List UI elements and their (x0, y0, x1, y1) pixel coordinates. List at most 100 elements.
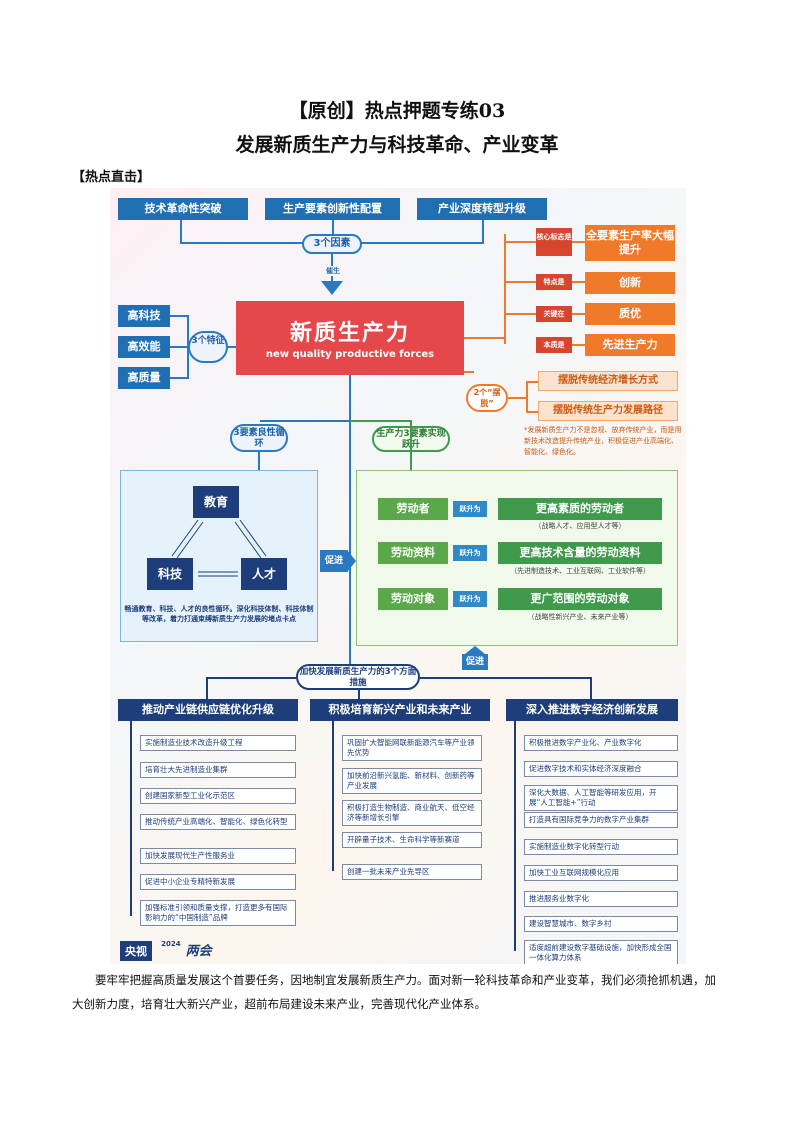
measure-column-header: 推动产业链供应链优化升级 (118, 699, 298, 721)
promote-label-2: 促进 (462, 654, 488, 670)
two-break-pill: 2个“摆脱” (466, 384, 508, 412)
cycle-text: 畅通教育、科技、人才的良性循环。深化科技体制、科技体制等改革，着力打通束缚新质生… (124, 605, 314, 623)
connector (260, 420, 350, 422)
measure-item: 建设智慧城市、数字乡村 (524, 916, 678, 932)
leap-sub: （先进制造技术、工业互联网、工业软件等） (510, 567, 650, 575)
three-factors-pill: 3个因素 (302, 234, 362, 254)
arrow-up-icon (465, 646, 485, 654)
leap-label: 跃升为 (453, 501, 487, 517)
measure-item: 开辟量子技术、生命科学等新赛道 (342, 832, 482, 848)
measure-item: 推进服务业数字化 (524, 891, 678, 907)
leap-from: 劳动资料 (378, 542, 448, 564)
logo-right: 两会 (185, 944, 212, 959)
connector (258, 452, 260, 470)
leap-from: 劳动对象 (378, 588, 448, 610)
factor-box: 生产要素创新性配置 (265, 198, 400, 220)
right-tag: 核心标志是 (536, 228, 572, 256)
cycle-box (120, 470, 318, 642)
arrow-right-icon (348, 551, 356, 571)
connector (526, 381, 528, 413)
right-value: 先进生产力 (585, 334, 675, 356)
measure-item: 加快发展现代生产性服务业 (140, 848, 296, 864)
measure-column-header: 深入推进数字经济创新发展 (506, 699, 678, 721)
right-value: 创新 (585, 272, 675, 294)
right-tag: 关键在 (536, 306, 572, 322)
leap-label: 跃升为 (453, 545, 487, 561)
arrow-down-icon (321, 281, 343, 295)
three-elements-pill: 3要素良性循环 (230, 424, 288, 452)
note-text: *发展新质生产力不是忽视、放弃传统产业，而是用新技术改造提升传统产业，积极促进产… (524, 426, 682, 456)
connector (206, 677, 296, 679)
connector (410, 420, 412, 470)
connector (170, 346, 188, 348)
connector (572, 281, 585, 283)
cycle-node: 教育 (193, 486, 239, 518)
promote-label: 促进 (320, 550, 348, 572)
measures-pill: 加快发展新质生产力的3个方面措施 (296, 664, 420, 690)
core-box: 新质生产力 new quality productive forces (236, 301, 464, 375)
connector (170, 377, 188, 379)
connector (206, 677, 208, 699)
leap-sub: （战略人才、应用型人才等） (534, 522, 626, 530)
measure-item: 促进数字技术和实体经济深度融合 (524, 761, 678, 777)
catalyze-label: 催生 (318, 266, 348, 276)
connector (420, 677, 592, 679)
connector (358, 690, 360, 699)
cycle-node: 科技 (147, 558, 193, 590)
two-break-item: 摆脱传统生产力发展路径 (538, 401, 678, 421)
title-line2: 发展新质生产力与科技革命、产业变革 (235, 134, 559, 156)
factor-box: 产业深度转型升级 (417, 198, 547, 220)
connector (332, 220, 334, 242)
right-value: 全要素生产率大幅提升 (585, 225, 675, 261)
leap-to: 更广范围的劳动对象 (498, 588, 662, 610)
connector (464, 337, 504, 339)
leap-from: 劳动者 (378, 498, 448, 520)
measure-item: 创建一批未来产业先导区 (342, 864, 482, 880)
factor-box: 技术革命性突破 (118, 198, 248, 220)
measure-column-header: 积极培育新兴产业和未来产业 (310, 699, 490, 721)
cycle-arrows-icon (171, 519, 267, 577)
infographic: 技术革命性突破 生产要素创新性配置 产业深度转型升级 3个因素 催生 新质生产力… (110, 188, 686, 964)
logo-left: 央视 (120, 941, 152, 961)
measure-item: 加强标准引领和质量支撑，打造更多有国际影响力的“中国制造”品牌 (140, 900, 296, 926)
measure-item: 打造具有国际竞争力的数字产业集群 (524, 812, 678, 828)
connector (504, 313, 536, 315)
connector (350, 420, 410, 422)
feature-box: 高科技 (118, 305, 170, 327)
features-pill: 3个特征 (188, 331, 228, 363)
connector (228, 346, 236, 348)
core-title: 新质生产力 (289, 321, 410, 346)
leap-sub: （战略性新兴产业、未来产业等） (527, 613, 633, 621)
core-subtitle: new quality productive forces (265, 349, 435, 360)
measure-item: 促进中小企业专精特新发展 (140, 874, 296, 890)
right-tag: 特点是 (536, 274, 572, 290)
two-break-item: 摆脱传统经济增长方式 (538, 371, 678, 391)
right-value: 质优 (585, 303, 675, 325)
connector (514, 721, 516, 951)
connector (504, 234, 506, 344)
connector (464, 371, 474, 373)
connector (572, 241, 585, 243)
connector (528, 411, 538, 413)
measure-item: 深化大数据、人工智能等研发应用，开展“人工智能+”行动 (524, 785, 678, 811)
measure-item: 适度超前建设数字基础设施，加快形成全国一体化算力体系 (524, 940, 678, 964)
connector (572, 313, 585, 315)
measure-item: 加快前沿新兴氢能、新材料、创新药等产业发展 (342, 768, 482, 794)
connector (504, 281, 536, 283)
feature-box: 高效能 (118, 336, 170, 358)
connector (332, 721, 334, 871)
measure-item: 创建国家新型工业化示范区 (140, 788, 296, 804)
cctv-logo: 央视 2024 两会 (120, 940, 250, 962)
measure-item: 培育壮大先进制造业集群 (140, 762, 296, 778)
connector (180, 220, 182, 242)
measure-item: 实施制造业数字化转型行动 (524, 839, 678, 855)
title-line1: 【原创】热点押题专练03 (288, 100, 506, 122)
cycle-node: 人才 (241, 558, 287, 590)
right-tag: 本质是 (536, 337, 572, 353)
connector (170, 315, 188, 317)
measure-item: 推动传统产业高端化、智能化、绿色化转型 (140, 814, 296, 830)
connector (504, 241, 536, 243)
leap-to: 更高技术含量的劳动资料 (498, 542, 662, 564)
leap-to: 更高素质的劳动者 (498, 498, 662, 520)
connector (508, 397, 526, 399)
